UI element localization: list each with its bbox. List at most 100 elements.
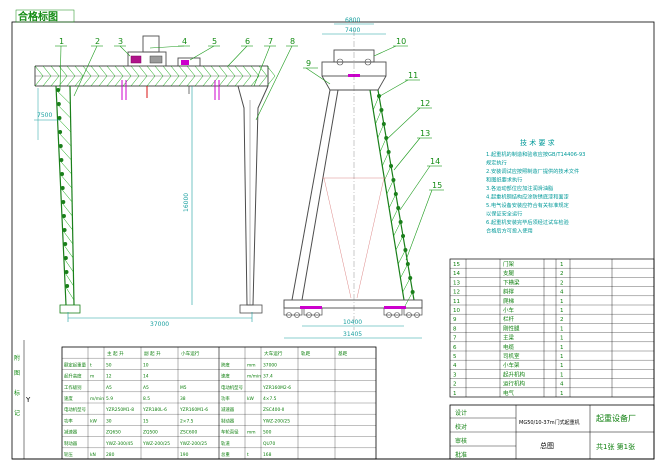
side-truss-member — [402, 277, 411, 293]
spec-a-cell: 2×7.5 — [180, 418, 194, 424]
margin-axis-y: Y — [25, 396, 31, 404]
tb-sheet: 共1张 第1张 — [596, 442, 635, 451]
side-truss-node — [408, 276, 413, 280]
leg-truss-node — [60, 186, 65, 190]
flex-leg-outer — [55, 85, 67, 306]
callout-leader — [385, 107, 421, 141]
parts-frame — [449, 258, 655, 398]
girder-truss-member — [138, 65, 148, 77]
girder-truss-member — [226, 65, 236, 77]
parts-no: 6 — [453, 345, 457, 351]
spec-b-cell: 跨度 — [221, 361, 230, 368]
callout-number: 9 — [306, 59, 311, 68]
side-truss-member — [397, 249, 406, 265]
parts-no: 15 — [453, 262, 460, 268]
bogie-motor — [384, 306, 406, 309]
side-truss-member — [393, 221, 401, 237]
spec-a-header: 副 起 升 — [144, 350, 161, 357]
spec-a-cell: A5 — [143, 385, 149, 391]
side-truss-node — [386, 150, 391, 154]
parts-name: 电气 — [503, 389, 515, 397]
leg-truss-node — [60, 172, 65, 176]
girder-truss-member — [250, 65, 260, 77]
spec-a-cell: YWZ-200/25 — [142, 441, 170, 447]
side-truss-member — [382, 151, 389, 167]
spec-a-cell: 轮压 — [64, 451, 73, 458]
parts-no: 5 — [453, 354, 457, 360]
leg-truss-node — [56, 88, 61, 92]
spec-a-cell: ZQ500 — [143, 430, 158, 436]
callout-leader — [253, 45, 271, 87]
side-truss-member — [373, 95, 380, 111]
spec-a-cell: 8.5 — [143, 396, 150, 402]
girder-truss-member — [170, 75, 180, 87]
side-dim-top2-text: 7400 — [345, 27, 360, 34]
leg-truss-node — [61, 214, 66, 218]
girder-truss-member — [178, 65, 188, 77]
girder-truss-member — [154, 75, 164, 87]
notes-title: 技 术 要 求 — [520, 138, 555, 147]
dim-height-text: 16000 — [183, 193, 190, 212]
parts-name: 司机室 — [503, 352, 520, 360]
spec-b-cell: 电动机型号 — [221, 384, 244, 391]
spec-b-cell: m/min — [247, 374, 261, 380]
side-dim-base-text: 31405 — [343, 331, 362, 338]
callout-number: 8 — [290, 37, 295, 46]
parts-qty: 1 — [560, 299, 564, 305]
parts-name: 爬梯 — [503, 297, 515, 305]
leg-truss-node — [64, 270, 69, 274]
spec-a-cell: YZR250M1-8 — [105, 407, 134, 413]
side-truss-member — [379, 137, 387, 153]
leg-truss-member — [64, 285, 75, 301]
girder-truss-member — [114, 75, 124, 87]
bogie — [283, 307, 303, 316]
corner-stamp: 合格标图 — [17, 10, 58, 23]
parts-qty: 1 — [560, 345, 564, 351]
leg-truss-member — [57, 117, 72, 133]
tech-notes: 技 术 要 求 1.起重机的制造和验收应按GB/T14406-93 规定执行2.… — [486, 138, 585, 235]
leg-truss-member — [56, 89, 71, 105]
tb-company: 起重设备厂 — [596, 413, 636, 423]
margin-label-3: 标 — [14, 389, 20, 397]
side-truss-member — [400, 263, 409, 279]
spec-b-cell: 37.4 — [263, 374, 273, 380]
girder-truss-member — [234, 65, 244, 77]
bogie-wheel — [406, 312, 412, 318]
side-dim-top1-text: 6800 — [345, 17, 360, 24]
notes-lines: 1.起重机的制造和验收应按GB/T14406-93 规定执行2.安装调试应按照制… — [486, 150, 585, 235]
parts-qty: 1 — [560, 391, 564, 397]
spec-b-cell: 总重 — [221, 451, 230, 458]
girder-truss-member — [194, 75, 204, 87]
callout-number: 6 — [245, 37, 250, 46]
spec-a-cell: 14 — [143, 374, 149, 380]
side-truss-node — [410, 290, 415, 294]
flex-leg-base — [59, 304, 81, 314]
a-cross-diag-2 — [356, 177, 385, 299]
spec-b-cell: kW — [247, 396, 255, 402]
girder-truss-member — [186, 65, 196, 77]
side-truss-node — [381, 122, 386, 126]
spec-a-cell: 30 — [106, 418, 112, 424]
callout-number: 7 — [268, 37, 273, 46]
spec-b-cell: 轨道 — [221, 440, 230, 447]
girder-truss-member — [146, 75, 156, 87]
parts-name: 电缆 — [503, 343, 515, 351]
bogie-wheel — [294, 312, 300, 318]
spec-a-cell: 电动机型号 — [64, 406, 87, 413]
parts-qty: 1 — [560, 308, 564, 314]
sheet-border — [11, 21, 655, 460]
tb-drawing-title: MG50/10-37m门式起重机 — [519, 419, 580, 426]
margin-label-2: 图 — [14, 370, 20, 377]
callout-leader — [255, 45, 293, 121]
callout-leader — [393, 137, 421, 171]
parts-name: 栏杆 — [503, 315, 515, 323]
side-truss-member — [404, 291, 413, 307]
spec-b-cell: mm — [247, 363, 256, 368]
parts-no: 12 — [453, 290, 460, 296]
girder-truss-member — [130, 65, 140, 77]
parts-name: 小车 — [503, 306, 515, 314]
callout-number: 12 — [420, 99, 430, 108]
spec-a-cell: M5 — [180, 385, 187, 391]
spec-b-cell: 500 — [263, 430, 272, 436]
